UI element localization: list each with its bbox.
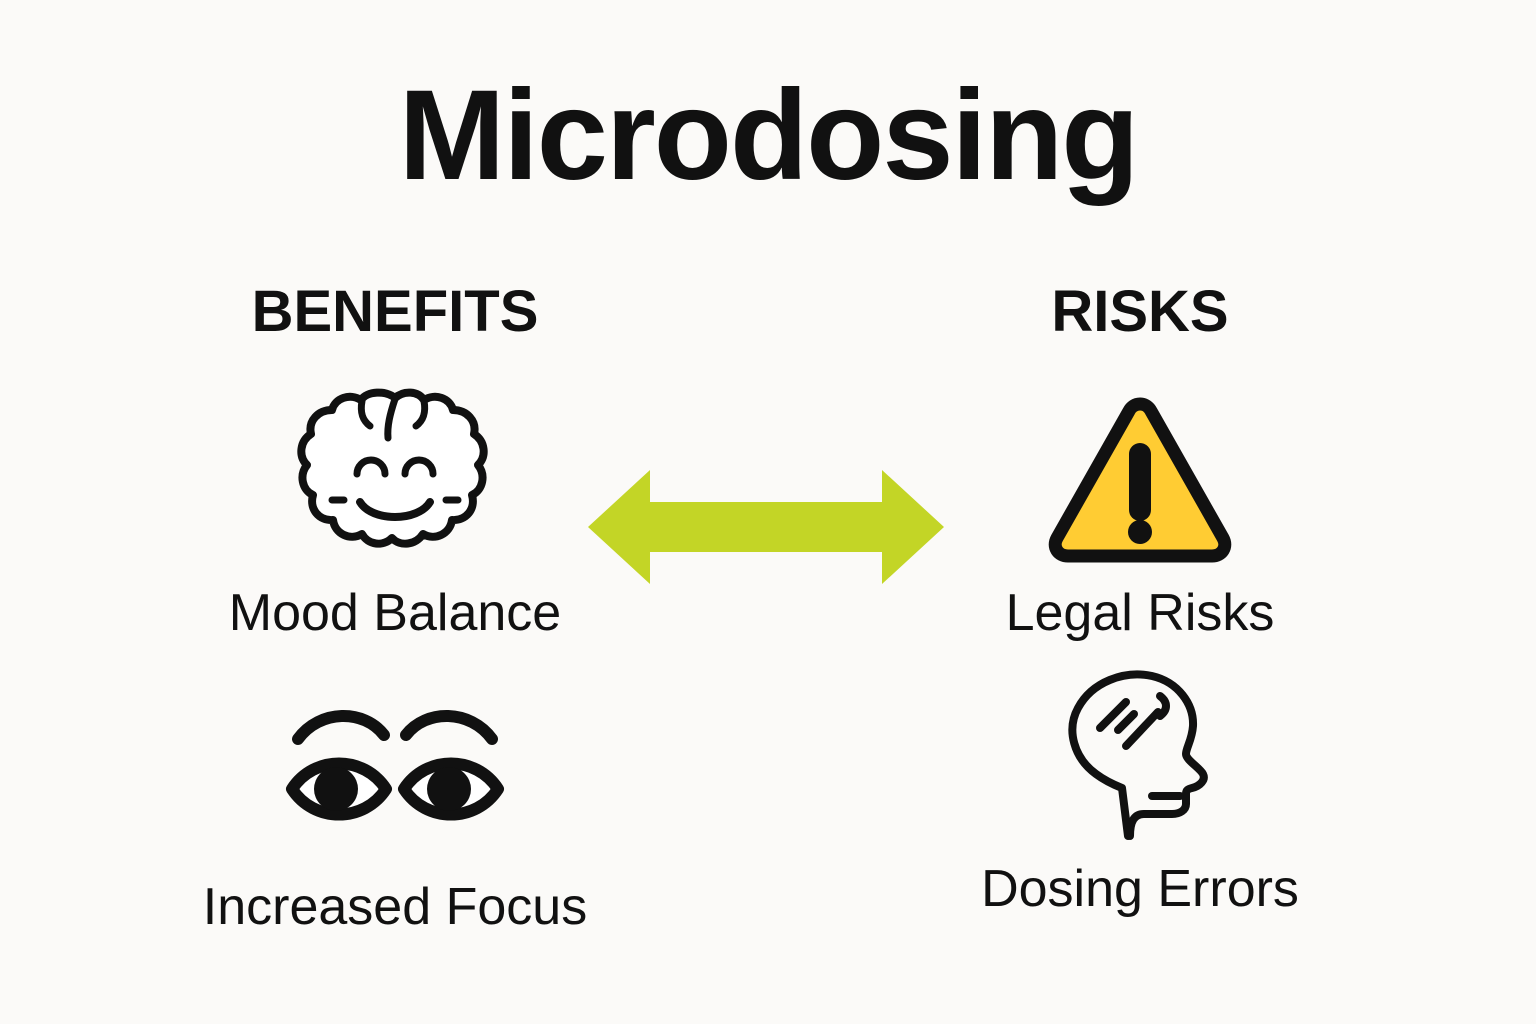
page-title: Microdosing [398, 64, 1140, 207]
smiling-brain-icon [297, 388, 488, 548]
benefit-label-increased-focus: Increased Focus [202, 878, 588, 936]
double-headed-arrow-icon [588, 470, 944, 584]
benefit-label-mood-balance: Mood Balance [228, 584, 562, 642]
smiling-brain-icon-wrap [145, 388, 645, 564]
connector-arrow-wrap [588, 466, 944, 588]
risk-label-dosing-errors: Dosing Errors [981, 860, 1299, 918]
eyes-icon [286, 710, 504, 821]
eyes-icon-wrap [145, 690, 645, 840]
column-heading-benefits: BENEFITS [251, 279, 539, 344]
benefit-item-increased-focus: Increased Focus [145, 690, 645, 935]
benefit-item-mood-balance: Mood Balance [145, 388, 645, 641]
head-profile-icon [1068, 670, 1208, 840]
risk-label-legal-risks: Legal Risks [1005, 584, 1275, 642]
risk-item-legal-risks: Legal Risks [890, 388, 1390, 641]
head-profile-icon-wrap [890, 668, 1390, 840]
risk-item-dosing-errors: Dosing Errors [890, 668, 1390, 917]
column-heading-risks: RISKS [1051, 279, 1229, 344]
warning-triangle-icon [1048, 397, 1232, 563]
warning-triangle-icon-wrap [890, 388, 1390, 564]
